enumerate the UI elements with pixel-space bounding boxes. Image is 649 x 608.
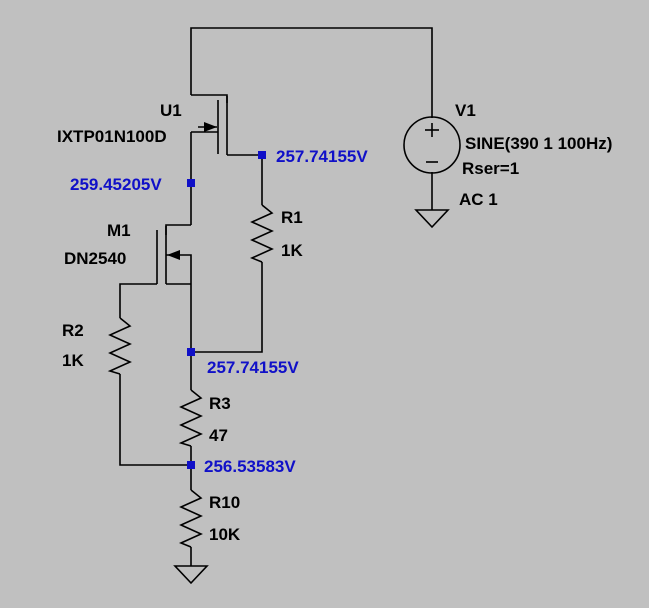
ground-icon (414, 209, 450, 229)
r3-value-label: 47 (209, 426, 228, 445)
voltage-label-m1-drain: 259.45205V (70, 175, 162, 194)
u1-mosfet-symbol[interactable] (191, 94, 228, 155)
wires (119, 27, 433, 566)
v1-ac-label: AC 1 (459, 190, 498, 209)
voltage-label-r3-bottom: 256.53583V (204, 457, 296, 476)
node-dot[interactable] (258, 151, 266, 159)
m1-part-label: DN2540 (64, 249, 126, 268)
r3-resistor[interactable] (178, 389, 203, 447)
r10-ref-label: R10 (209, 493, 240, 512)
r1-resistor[interactable] (249, 204, 274, 263)
r10-resistor[interactable] (178, 489, 203, 548)
node-dot[interactable] (187, 348, 195, 356)
node-dot[interactable] (187, 179, 195, 187)
voltage-label-u1-source: 257.74155V (276, 147, 368, 166)
v1-voltage-source[interactable] (403, 116, 461, 174)
r2-value-label: 1K (62, 351, 84, 370)
r3-ref-label: R3 (209, 394, 231, 413)
r1-value-label: 1K (281, 241, 303, 260)
r2-resistor[interactable] (107, 317, 132, 375)
v1-rser-label: Rser=1 (462, 159, 519, 178)
u1-ref-label: U1 (160, 101, 182, 120)
u1-part-label: IXTP01N100D (57, 127, 167, 146)
voltage-label-m1-source: 257.74155V (207, 358, 299, 377)
v1-ref-label: V1 (455, 101, 476, 120)
m1-mosfet-symbol[interactable] (156, 224, 192, 285)
v1-value-label: SINE(390 1 100Hz) (465, 134, 612, 153)
node-dot[interactable] (187, 461, 195, 469)
r2-ref-label: R2 (62, 321, 84, 340)
m1-ref-label: M1 (107, 221, 131, 240)
r1-ref-label: R1 (281, 208, 303, 227)
ground-icon (173, 565, 209, 585)
r10-value-label: 10K (209, 525, 241, 544)
